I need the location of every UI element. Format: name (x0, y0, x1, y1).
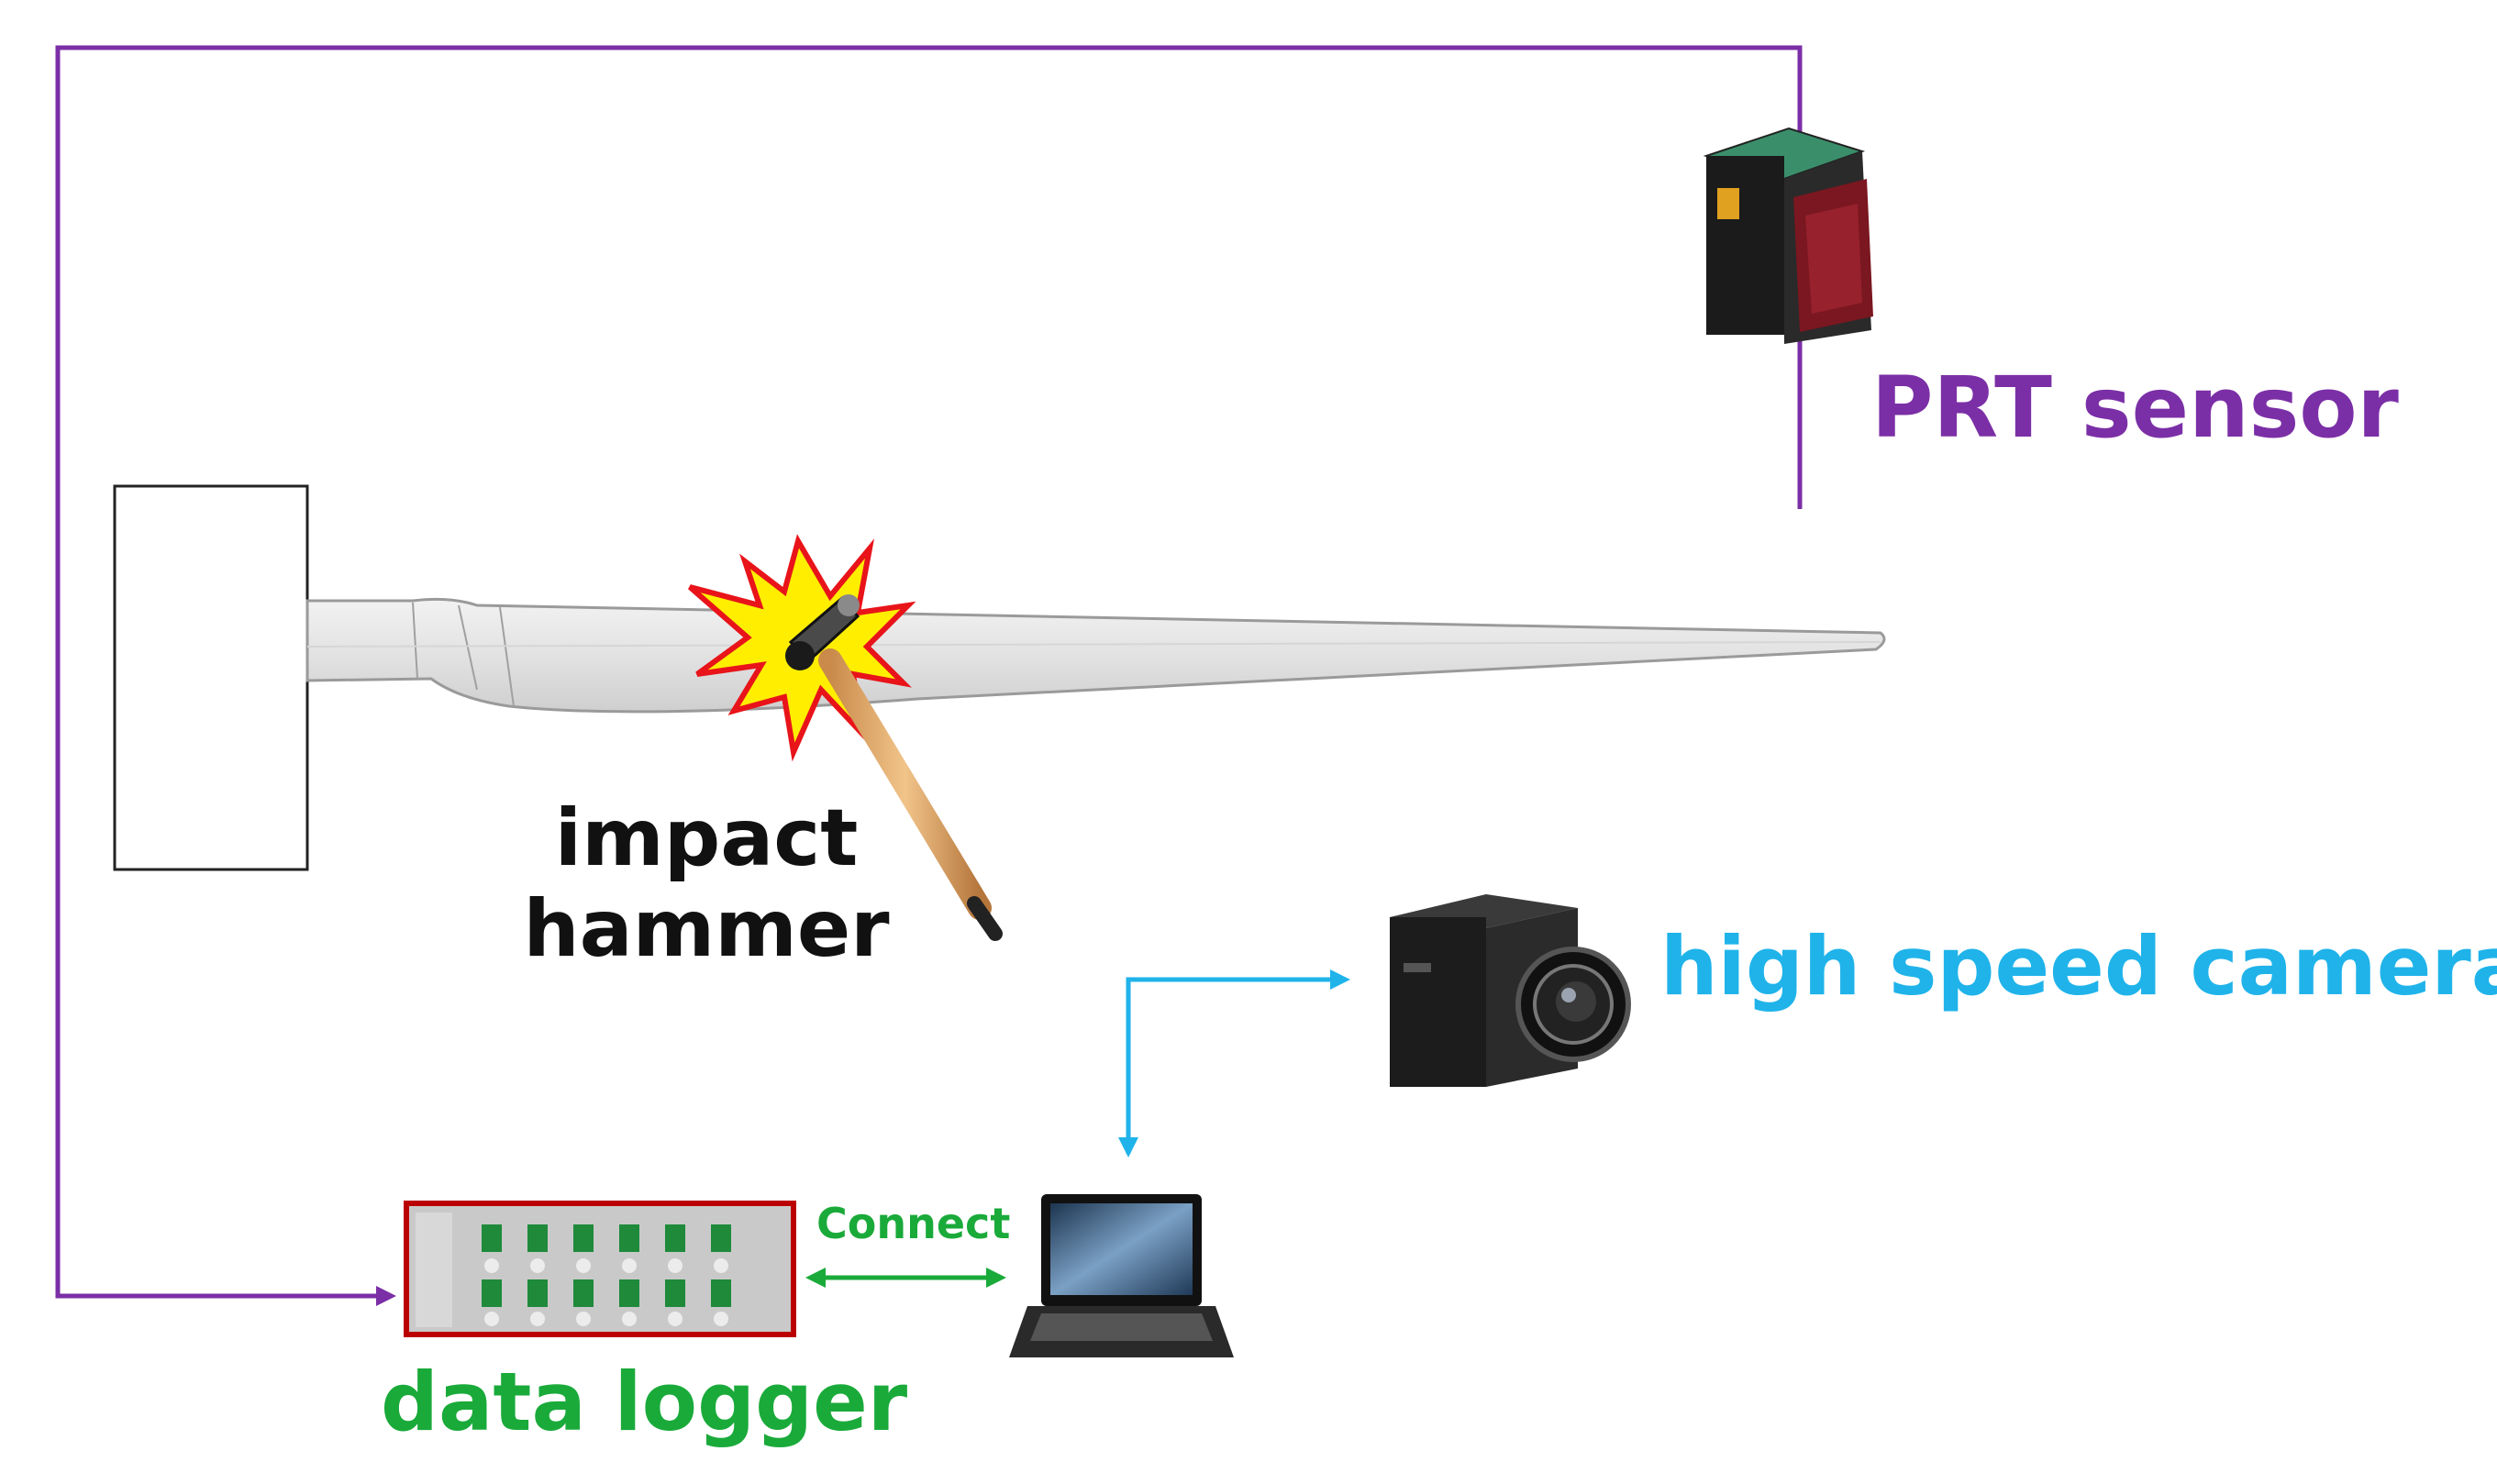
connect-link (805, 1268, 1006, 1288)
prt-sensor-label: PRT sensor (1871, 359, 2399, 457)
high-speed-camera-icon (1390, 894, 1631, 1087)
camera-wire (1118, 969, 1350, 1157)
laser-sensor-icon (1703, 127, 1873, 344)
laptop-icon (1009, 1194, 1234, 1357)
impact-hammer-label-line1: impact (554, 792, 859, 884)
data-logger-label: data logger (381, 1355, 908, 1449)
impact-hammer-icon (785, 594, 1003, 941)
data-logger-rack-icon (404, 1201, 796, 1337)
high-speed-camera-label: high speed camera (1660, 919, 2497, 1013)
impact-hammer-label: impact hammer (514, 793, 899, 975)
turbine-blade (305, 597, 1886, 714)
blade-fixture (113, 484, 309, 871)
impact-hammer-label-line2: hammer (523, 882, 890, 975)
connect-label: Connect (816, 1199, 1011, 1248)
